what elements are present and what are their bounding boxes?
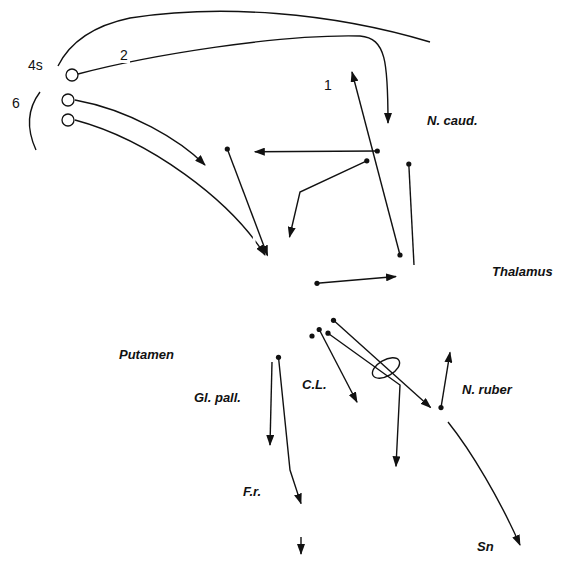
fibre-line [334, 320, 431, 407]
nucleus-outline [309, 446, 477, 505]
nucleus-outline [340, 130, 430, 185]
callout-number: 1 [322, 77, 334, 93]
label-holder: 4s [26, 56, 45, 74]
fibre-connector [225, 146, 268, 255]
nucleus-outline [285, 502, 317, 534]
neuron-dot [325, 331, 330, 336]
corticostriate-fibre [78, 36, 388, 123]
nucleus-label: C.L. [300, 378, 329, 393]
callout-number: 2 [118, 47, 130, 63]
globus-pallidus: Gl. pall. [240, 200, 350, 385]
nucleus-outline [337, 397, 388, 429]
red-nucleus: N. ruber [415, 392, 467, 444]
nucleus-boundary [465, 155, 554, 231]
cortical-projection [75, 100, 205, 165]
cortical-projection [75, 120, 265, 255]
shape-outline [415, 392, 467, 444]
fibre-connector [325, 331, 400, 467]
pallidal-efferent [270, 362, 272, 445]
label-holder: 6 [10, 94, 22, 112]
neuron-dot [397, 252, 402, 257]
nucleus-outline [417, 394, 465, 442]
fibre-line [227, 149, 267, 256]
neuron-dot [438, 405, 443, 410]
cortex-surface [30, 92, 40, 150]
fibre-connector [438, 352, 450, 410]
substantia-nigra: Sn [305, 440, 480, 515]
fibre-connector [255, 148, 380, 153]
area-number: 6 [10, 95, 22, 111]
neuron-dot [364, 158, 369, 163]
caudate-nucleus: N. caud. [330, 125, 435, 190]
neuron-dot [317, 327, 322, 332]
nucleus-label: Gl. pall. [192, 391, 243, 406]
fibre-line [279, 357, 302, 503]
fibre-connector [406, 161, 414, 265]
nucleus-outline [246, 204, 343, 378]
fibre-line [409, 164, 414, 265]
neuron-dot [406, 161, 411, 166]
nucleus-outline [383, 154, 555, 374]
putamen-shape: Putamen [175, 95, 270, 365]
cortical-neuron [66, 69, 78, 81]
shape-outline [240, 200, 350, 385]
neuron-dot [314, 281, 319, 286]
fibre-connector [331, 318, 431, 408]
cortical-neuron [62, 94, 74, 106]
thalamus-shape: Thalamus [378, 150, 558, 380]
fibre-line [290, 161, 367, 237]
thalamocortical-fibre [352, 72, 400, 255]
cortex-surface [58, 11, 430, 66]
fibre-connector [290, 158, 370, 237]
nucleus-label: Thalamus [490, 265, 555, 280]
fibre-line [441, 352, 450, 407]
nucleus-outline [179, 100, 265, 359]
neuron-dot [276, 355, 281, 360]
shape-outline [175, 95, 270, 365]
corpus-luysi: C.L. [335, 395, 390, 431]
shape-outline [305, 440, 480, 515]
fibre-line [328, 333, 400, 466]
cortical-neuron [62, 114, 74, 126]
neuron-dot [375, 148, 380, 153]
reticular-efferent [300, 537, 301, 554]
nucleus-label: N. caud. [425, 114, 480, 129]
fibre-connector [276, 355, 301, 504]
neuron-dot [225, 146, 230, 151]
neuron-dot [309, 333, 314, 338]
area-number: 4s [26, 57, 45, 73]
reticular-formation: F.r. [283, 500, 319, 536]
label-holder: 1 [322, 76, 334, 94]
shape-outline [335, 395, 390, 431]
shape-outline [283, 500, 319, 536]
nucleus-label: Sn [475, 540, 496, 555]
fibre-line [317, 277, 396, 284]
nucleus-label: F.r. [241, 485, 263, 500]
label-holder: 2 [118, 46, 130, 64]
nucleus-label: Putamen [117, 348, 176, 363]
shape-outline [330, 125, 435, 190]
fibre-connector [314, 277, 396, 286]
fibre-line [255, 150, 377, 152]
rubral-efferent [448, 422, 520, 545]
nucleus-label: N. ruber [460, 383, 514, 398]
nucleus-boundary [418, 165, 438, 268]
neuron-dot [331, 318, 336, 323]
